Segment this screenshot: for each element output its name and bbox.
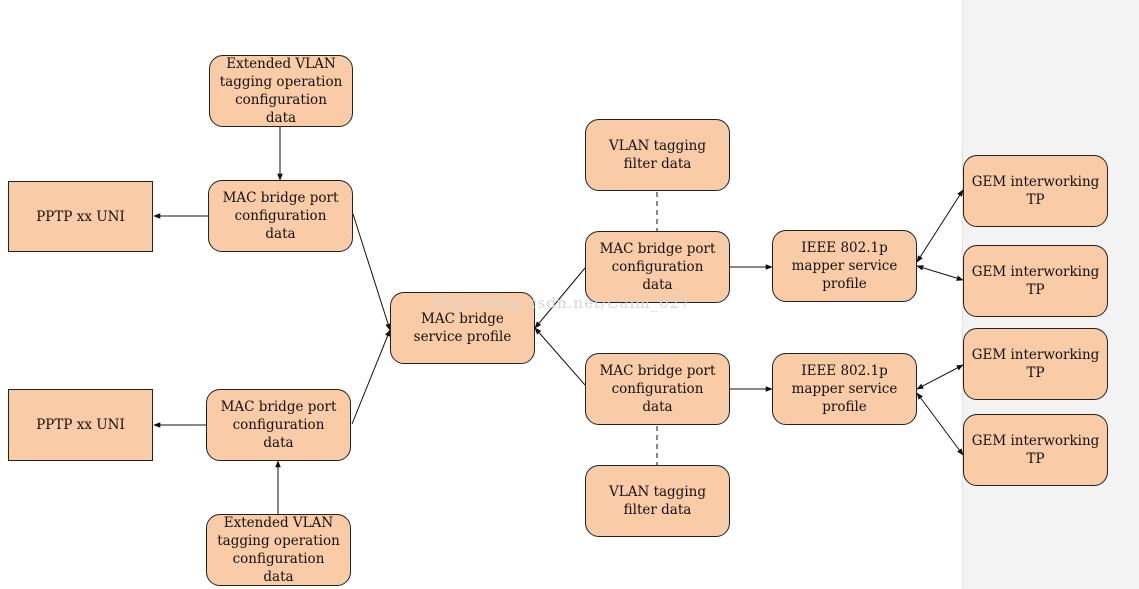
extended-vlan-config-top[interactable]: Extended VLAN tagging operation configur… xyxy=(209,55,353,127)
mac-bridge-service-profile[interactable]: MAC bridge service profile xyxy=(390,292,535,364)
mac-bridge-port-config-left-top[interactable]: MAC bridge port configuration data xyxy=(208,180,353,252)
arrow-mapper-to-gem-4 xyxy=(916,392,964,456)
arrow-macport-bottom-to-service xyxy=(351,329,391,425)
gem-interworking-tp-4[interactable]: GEM interworking TP xyxy=(963,414,1108,486)
vlan-tagging-filter-bottom[interactable]: VLAN tagging filter data xyxy=(585,465,730,537)
gem-interworking-tp-2[interactable]: GEM interworking TP xyxy=(963,245,1108,317)
ieee-mapper-service-profile-top[interactable]: IEEE 802.1p mapper service profile xyxy=(772,230,917,302)
pptp-uni-bottom[interactable]: PPTP xx UNI xyxy=(8,389,153,461)
ieee-mapper-service-profile-bottom[interactable]: IEEE 802.1p mapper service profile xyxy=(772,353,917,425)
mac-bridge-port-config-right-bottom[interactable]: MAC bridge port configuration data xyxy=(585,353,730,425)
arrow-mapper-to-gem-1 xyxy=(916,189,964,263)
arrow-macport-top-to-service xyxy=(352,213,391,331)
arrow-mapper-to-gem-2 xyxy=(916,265,964,281)
mac-bridge-port-config-right-top[interactable]: MAC bridge port configuration data xyxy=(585,231,730,303)
arrow-right-top-to-service xyxy=(534,267,586,329)
extended-vlan-config-bottom[interactable]: Extended VLAN tagging operation configur… xyxy=(206,514,351,586)
vlan-tagging-filter-top[interactable]: VLAN tagging filter data xyxy=(585,119,730,191)
gem-interworking-tp-3[interactable]: GEM interworking TP xyxy=(963,328,1108,400)
pptp-uni-top[interactable]: PPTP xx UNI xyxy=(8,181,153,252)
gem-interworking-tp-1[interactable]: GEM interworking TP xyxy=(963,155,1108,227)
arrow-right-bottom-to-service xyxy=(534,327,586,386)
mac-bridge-port-config-left-bottom[interactable]: MAC bridge port configuration data xyxy=(206,389,351,461)
arrow-mapper-to-gem-3 xyxy=(916,364,964,390)
